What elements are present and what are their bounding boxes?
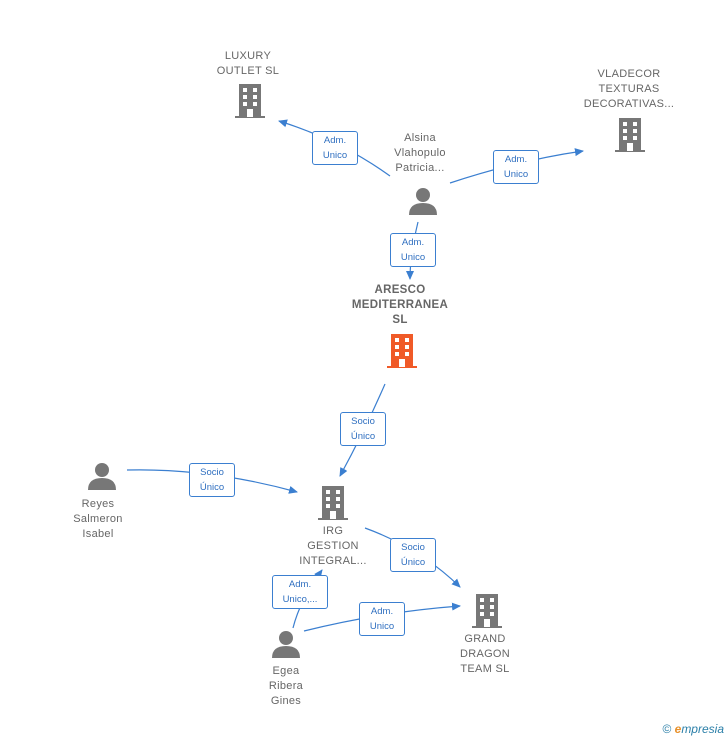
edge-label-aresco-irg: Socio Único: [340, 412, 386, 446]
node-label-vladecor[interactable]: VLADECOR TEXTURAS DECORATIVAS...: [583, 68, 675, 110]
empresia-logo: © empresia: [662, 722, 724, 736]
copyright-symbol: ©: [662, 722, 672, 736]
node-label-egea[interactable]: Egea Ribera Gines: [268, 665, 304, 707]
node-label-aresco[interactable]: ARESCO MEDITERRANEA SL: [351, 284, 449, 326]
building-icon: [235, 84, 265, 118]
node-label-grand-dragon[interactable]: GRAND DRAGON TEAM SL: [459, 633, 511, 675]
building-icon: [615, 118, 645, 152]
edge-label-alsina-luxury: Adm. Unico: [312, 131, 358, 165]
node-label-luxury-outlet[interactable]: LUXURY OUTLET SL: [216, 50, 280, 77]
edge-label-reyes-irg: Socio Único: [189, 463, 235, 497]
person-icon: [272, 631, 300, 658]
building-icon: [387, 334, 417, 368]
edge-label-alsina-vladecor: Adm. Unico: [493, 150, 539, 184]
building-icon: [472, 594, 502, 628]
edge-label-egea-irg: Adm. Unico,...: [272, 575, 328, 609]
logo-text: mpresia: [681, 722, 724, 736]
person-icon: [409, 188, 437, 215]
edge-label-irg-grand: Socio Único: [390, 538, 436, 572]
edge-label-egea-grand: Adm. Unico: [359, 602, 405, 636]
node-label-irg[interactable]: IRG GESTION INTEGRAL...: [299, 525, 367, 567]
edge-label-alsina-aresco: Adm. Unico: [390, 233, 436, 267]
person-icon: [88, 463, 116, 490]
logo-letter-e: e: [674, 722, 682, 736]
node-label-alsina[interactable]: Alsina Vlahopulo Patricia...: [394, 132, 446, 174]
node-label-reyes[interactable]: Reyes Salmeron Isabel: [73, 498, 123, 540]
building-icon: [318, 486, 348, 520]
